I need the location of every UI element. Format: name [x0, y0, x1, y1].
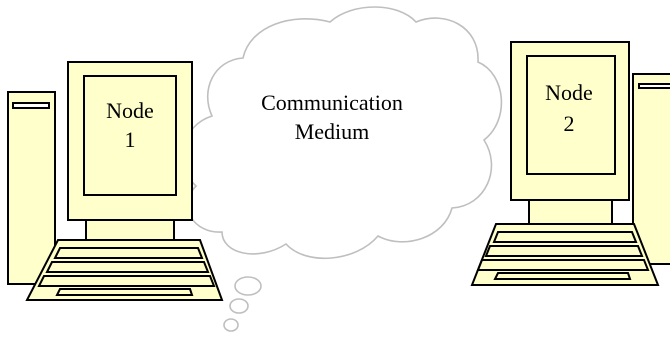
node-1-label-line1: Node: [106, 98, 154, 123]
node-2-label-line1: Node: [545, 80, 593, 105]
node-2-monitor-stand: [529, 200, 612, 224]
node-2-tower-slot: [639, 84, 670, 88]
medium-label-line1: Communication: [261, 90, 403, 115]
node-1-monitor-stand: [86, 220, 174, 240]
cloud-bubble-large: [235, 277, 261, 295]
cloud-bubble-medium: [230, 299, 248, 313]
medium-label-line2: Medium: [295, 119, 370, 144]
node-2-computer: [472, 42, 670, 285]
communication-medium-cloud: [183, 7, 502, 331]
node-1-tower-slot: [13, 103, 49, 108]
node-2-label-line2: 2: [564, 111, 575, 136]
cloud-bubble-small: [224, 319, 238, 331]
node-1-label-line2: 1: [125, 127, 136, 152]
node-1-tower: [8, 92, 55, 284]
